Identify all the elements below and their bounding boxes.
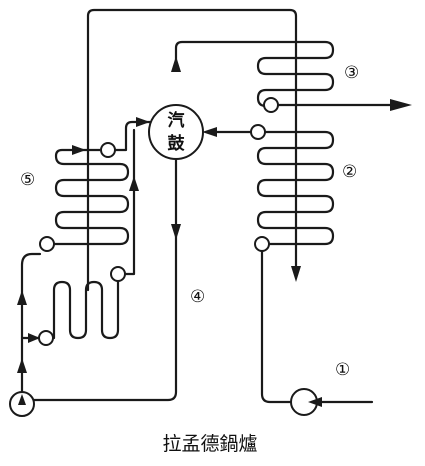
up-arrow-drum <box>171 56 181 72</box>
pump-feed-arrow <box>28 333 40 343</box>
lower-riser-arrow <box>129 176 139 191</box>
lower-evaporator-inlet-node <box>38 330 54 346</box>
economizer-top-node <box>250 124 266 140</box>
label-downcomer: ④ <box>190 287 205 307</box>
lower-evaporator-riser <box>123 128 136 276</box>
label-superheater: ③ <box>344 63 359 83</box>
superheater-outlet-node <box>263 97 279 113</box>
pump-riser <box>20 252 42 394</box>
diagram-caption: 拉孟德鍋爐 <box>162 433 257 455</box>
radiant-coil-top-node <box>100 142 116 158</box>
feedwater-pipe <box>260 249 294 404</box>
top-return-pipe <box>86 8 298 292</box>
pump-riser-arrow-upper <box>17 290 27 305</box>
drum-label-top: 汽 <box>168 110 185 131</box>
steam-outlet-arrow <box>390 99 412 111</box>
downcomer-arrow <box>171 224 181 240</box>
pump-riser-arrow-lower <box>17 358 27 373</box>
radiant-to-drum-arrow <box>136 117 150 127</box>
lower-evaporator-tubes <box>20 278 120 340</box>
radiant-coil-bottom-node <box>39 236 55 252</box>
label-feed-pump: ① <box>335 360 350 380</box>
radiant-coil-arrow <box>72 145 86 155</box>
down-arrow-right <box>291 266 301 282</box>
feed-inlet-arrow <box>308 397 322 407</box>
into-drum-arrow <box>202 127 217 137</box>
lower-evaporator-outlet-node <box>110 266 126 282</box>
downcomer-pipe <box>24 157 178 402</box>
economizer-bottom-node <box>254 236 270 252</box>
superheater-coil <box>174 40 335 108</box>
radiant-coil <box>46 148 130 246</box>
drum-label-bottom: 鼓 <box>168 133 186 154</box>
radiant-coil-to-drum <box>113 120 152 152</box>
label-radiant-coil: ⑤ <box>20 170 35 190</box>
pump-up-arrow <box>18 394 26 405</box>
economizer-coil <box>256 130 335 246</box>
label-economizer: ② <box>342 162 357 182</box>
